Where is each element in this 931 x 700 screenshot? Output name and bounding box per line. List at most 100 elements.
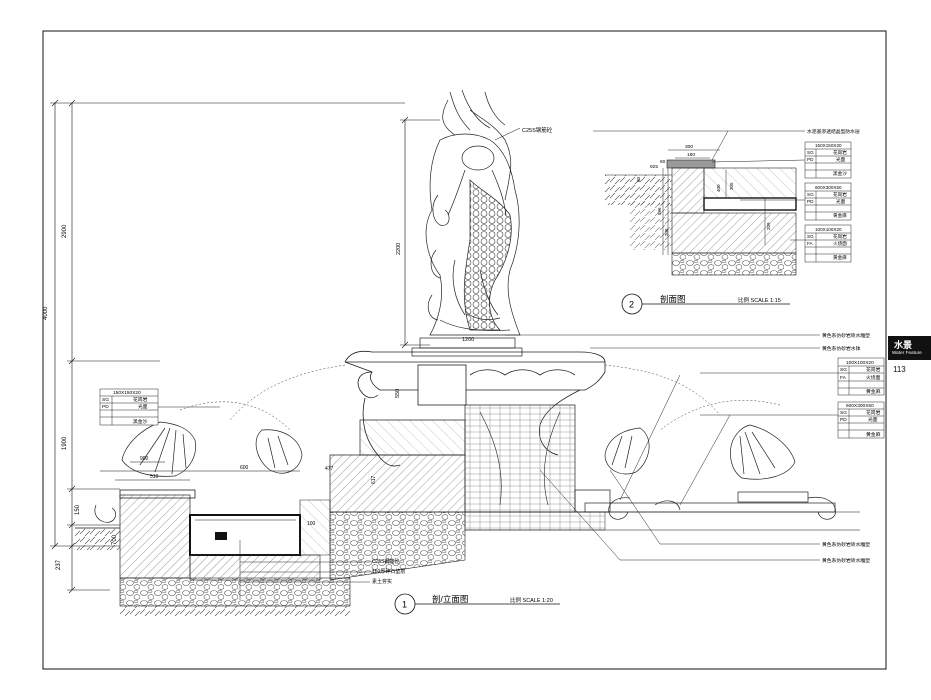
central-section: [329, 404, 611, 513]
callout-lower-1: 黄色系仿砂岩喷水雕塑: [822, 541, 870, 548]
detail-1-scale: 比例 SCALE 1:20: [510, 596, 553, 604]
legend-left-val-3: 黑金沙: [133, 418, 148, 425]
detail-2-legend-1-size: 150X150X20: [815, 143, 842, 148]
detail-2-number: 2: [629, 300, 634, 310]
elevation-dim-lines: [100, 461, 300, 481]
dim-lower: 1900: [62, 436, 68, 450]
statue-dimension: [400, 116, 440, 349]
detail-2-dim-0: 300: [685, 144, 693, 150]
shell-right: [584, 424, 836, 520]
dim-statue-height: 2200: [396, 243, 402, 255]
detail-2-legend-1-code-2: PD: [807, 157, 814, 162]
legend-right-2-val-1: 花岗岩: [866, 409, 881, 416]
legend-left-box: 150X150X20 SG 花岗岩 PD 光面 黑金沙: [99, 388, 220, 426]
callout-lower-2: 黄色系仿砂岩喷水雕塑: [822, 557, 870, 564]
detail-2-section: 水泥基渗透结晶型防水层 300 180 60 925 60 400 305 59…: [593, 128, 860, 276]
legend-right-1-size: 100X100X20: [846, 360, 874, 366]
detail-2-dim-8: 206: [664, 228, 669, 236]
detail-2-legend-3-size: 100X100X20: [815, 227, 842, 232]
dim-237: 237: [56, 559, 62, 570]
detail-2-legend-2-code-1: SG: [807, 192, 814, 197]
dim-600: 600: [240, 465, 249, 471]
statue-figure: [425, 89, 521, 336]
detail-2-dim-5: 400: [716, 184, 721, 192]
detail-2-legend-3-val-1: 花岗岩: [833, 233, 847, 240]
legend-right-2-size: 600X300X50: [846, 403, 874, 409]
upper-bowl: [344, 350, 606, 467]
detail-2-legend-1: 150X150X20 SG 花岗岩 PD 光面 黑金沙: [804, 141, 852, 179]
detail-2-dim-4: 60: [636, 176, 641, 182]
detail-1-title: 1 剖/立面图 比例 SCALE 1:20: [394, 593, 560, 615]
detail-2-legend-2-code-2: PD: [807, 199, 814, 204]
legend-right-box-1: 100X100X20 SG 花岗岩 FA 火烧面 黄金麻: [700, 357, 885, 396]
detail-1-number: 1: [402, 600, 407, 610]
detail-2-legend-1-val-1: 花岗岩: [833, 149, 847, 156]
callout-layer-1: C25S钢筋砼: [372, 558, 400, 565]
water-arcs: [179, 364, 781, 431]
detail-2-legend-1-code-1: SG: [807, 150, 814, 155]
detail-2-legend-2-size: 600X300X50: [815, 185, 842, 190]
legend-left-size: 150X150X20: [113, 390, 141, 396]
legend-right-2-code-2: PD: [840, 417, 847, 423]
layer-leaders: [239, 540, 370, 600]
detail-2-legend-3-code-1: SG: [807, 234, 814, 239]
shell-left: [94, 421, 303, 523]
callout-layer-2: 150厚碎石垫层: [372, 568, 405, 575]
detail-2-dim-7: 596: [657, 207, 662, 215]
legend-right-box-2: 600X300X50 SG 花岗岩 PD 光面 黄金麻: [700, 401, 885, 439]
callout-bowl-material: 黄色系仿砂岩水钵: [822, 345, 861, 352]
detail-2-dim-2: 60: [660, 159, 666, 165]
detail-2-legend-2-val-3: 黄金麻: [833, 212, 847, 219]
section-title-en: Water Feature: [892, 350, 922, 355]
section-title-cn: 水景: [894, 341, 913, 351]
sheet-border: [42, 30, 887, 670]
callout-layer-3: 素土夯实: [372, 578, 392, 585]
detail-2-legend-2: 600X300X50 SG 花岗岩 PD 光面 黄金麻: [804, 182, 852, 221]
dim-bowl-height: 550: [395, 389, 401, 398]
dim-510: 510: [150, 474, 159, 480]
dim-150: 150: [75, 504, 81, 515]
label-statue-top: C25S钢筋砼: [522, 126, 553, 134]
detail-2-legend-2-val-2: 光面: [836, 198, 846, 205]
ground-line: [75, 511, 860, 616]
legend-right-1-code-2: FA: [840, 375, 847, 381]
detail-2-legend-1-val-3: 黑金沙: [833, 170, 847, 177]
legend-right-1-val-2: 火烧面: [866, 374, 881, 381]
callout-leaders: [505, 334, 820, 561]
legend-right-2-val-3: 黄金麻: [866, 431, 881, 438]
detail-1-title-text: 剖/立面图: [432, 594, 468, 604]
legend-right-1-val-3: 黄金麻: [866, 388, 881, 395]
detail-2-legend-3-val-2: 火烧面: [833, 240, 847, 247]
callout-statue-material: 黄色系仿砂岩喷水雕塑: [822, 332, 870, 339]
dim-100: 100: [307, 521, 316, 527]
legend-right-2-val-2: 光面: [868, 416, 878, 423]
detail-2-dim-1: 180: [687, 152, 695, 158]
left-basin: [119, 489, 466, 607]
detail-2-dim-3: 925: [650, 164, 658, 170]
detail-2-dim-9: 209: [766, 222, 771, 230]
legend-right-2-code-1: SG: [840, 410, 847, 416]
legend-left-val-2: 光面: [138, 403, 148, 410]
dim-617: 617: [371, 475, 377, 484]
detail-2-scale: 比例 SCALE 1:15: [738, 296, 781, 304]
legend-right-1-code-1: SG: [840, 367, 847, 373]
detail-2-legend-2-val-1: 花岗岩: [833, 191, 847, 198]
legend-left-val-1: 花岗岩: [133, 396, 148, 403]
detail-2-top-label: 水泥基渗透结晶型防水层: [807, 128, 860, 135]
dim-base-width: 1200: [462, 337, 474, 343]
legend-right-1-val-1: 花岗岩: [866, 366, 881, 373]
detail-2-legend-3: 100X100X20 SG 花岗岩 FA 火烧面 黄金麻: [804, 224, 852, 263]
page-number: 113: [893, 365, 906, 374]
legend-left-code-1: SG: [102, 397, 109, 403]
detail-2-title-text: 剖面图: [660, 294, 686, 304]
section-tab: 水景 Water Feature: [888, 336, 931, 360]
detail-2-legend-3-val-3: 黄金麻: [833, 254, 847, 261]
left-dimensions: [50, 99, 405, 594]
dim-upper: 2900: [62, 224, 68, 238]
dim-477: 477: [325, 466, 334, 472]
detail-2-title: 2 剖面图 比例 SCALE 1:15: [621, 293, 790, 315]
detail-2-legend-3-code-2: FA: [807, 241, 814, 246]
detail-2-legend-1-val-2: 光面: [836, 156, 846, 163]
detail-2-dim-6: 305: [729, 182, 734, 190]
